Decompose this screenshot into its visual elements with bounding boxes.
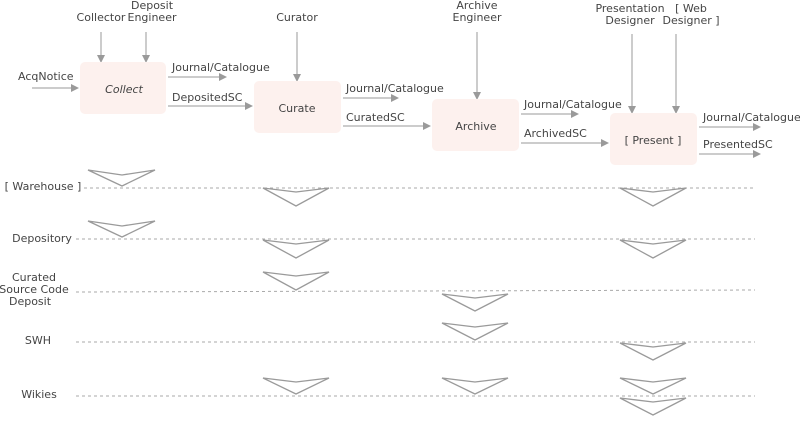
actor-curator: Curator (276, 11, 318, 24)
marker-present-depository-write (619, 239, 687, 259)
collect-journal-label: Journal/Catalogue (171, 61, 270, 74)
marker-curate-wikies-write (262, 377, 330, 395)
marker-collect-depository-read (87, 220, 156, 238)
present-output-label: PresentedSC (703, 138, 773, 151)
actor-web-designer-line1: [ Web (675, 2, 707, 15)
collect-label: Collect (105, 83, 143, 96)
marker-present-swh-write (619, 342, 687, 361)
marker-collect-warehouse-read (87, 169, 156, 187)
curate-output-label: CuratedSC (346, 111, 405, 124)
marker-curate-warehouse-write (262, 187, 330, 207)
marker-present-warehouse-write (619, 187, 687, 207)
curate-label: Curate (279, 102, 316, 115)
marker-curate-depository-write (262, 239, 330, 259)
process-curate: Curate (254, 81, 341, 133)
archive-box (432, 99, 519, 151)
marker-present-wikies-write (619, 397, 687, 416)
actor-deposit-engineer-line2: Engineer (128, 11, 177, 24)
actor-archive-engineer-line2: Engineer (453, 11, 502, 24)
marker-present-wikies-read (619, 377, 687, 395)
store-label-wikies: Wikies (21, 388, 57, 401)
actor-presentation-designer-line2: Designer (605, 14, 655, 27)
present-label: [ Present ] (625, 134, 682, 147)
store-line-curated-deposit (75, 289, 756, 293)
collect-box (80, 62, 166, 114)
actor-collector: Collector (77, 11, 126, 24)
archive-label: Archive (455, 120, 496, 133)
store-label-curated-line1: Curated (12, 271, 56, 284)
store-label-warehouse: [ Warehouse ] (5, 180, 82, 193)
store-label-swh: SWH (25, 334, 51, 347)
store-label-curated-line2: Source Code (0, 283, 69, 296)
present-box (610, 113, 697, 165)
archive-journal-label: Journal/Catalogue (523, 98, 622, 111)
marker-archive-wikies-write (441, 377, 509, 395)
curate-journal-label: Journal/Catalogue (345, 82, 444, 95)
marker-archive-deposit-write (441, 293, 509, 312)
store-label-curated-line3: Deposit (9, 295, 52, 308)
collect-output-label: DepositedSC (172, 91, 243, 104)
marker-archive-swh-write (441, 322, 509, 341)
actor-deposit-engineer-line1: Deposit (131, 0, 174, 12)
curate-box (254, 81, 341, 133)
actor-archive-engineer-line1: Archive (456, 0, 497, 12)
actor-presentation-designer-line1: Presentation (595, 2, 664, 15)
actor-web-designer-line2: Designer ] (662, 14, 719, 27)
process-collect: Collect (80, 62, 166, 114)
process-archive: Archive (432, 99, 519, 151)
present-journal-label: Journal/Catalogue (702, 111, 800, 124)
marker-curate-deposit-read (262, 271, 330, 291)
process-present: [ Present ] (610, 113, 697, 165)
input-label: AcqNotice (18, 70, 74, 83)
store-label-depository: Depository (12, 232, 72, 245)
archive-output-label: ArchivedSC (524, 127, 587, 140)
